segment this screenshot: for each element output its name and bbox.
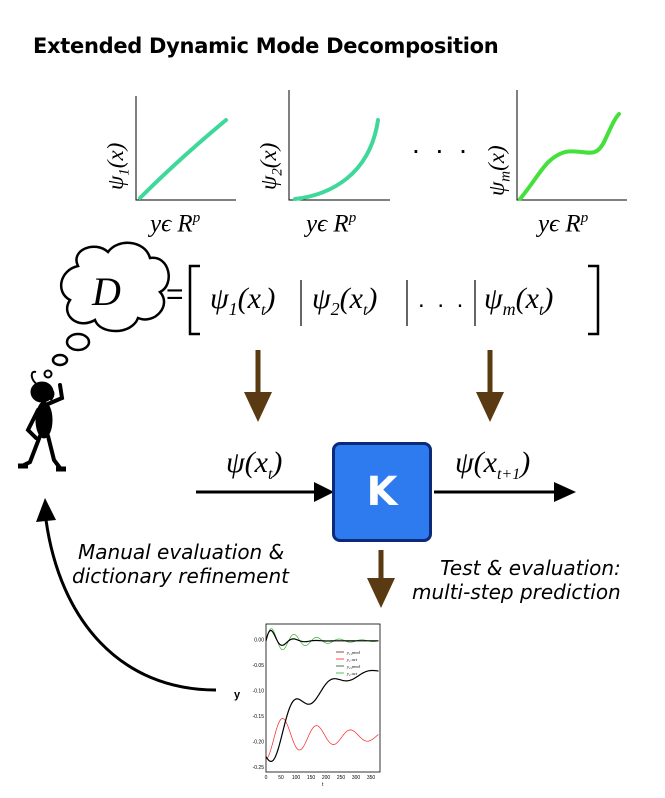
ytick-label: -0.05	[253, 663, 265, 669]
dict-dots: . . .	[418, 286, 467, 313]
koopman-flow-arrows	[196, 482, 576, 502]
matrix-brackets	[188, 264, 600, 336]
basis-curve-m	[518, 112, 621, 201]
dict-entry-m: ψm(xt)	[484, 282, 554, 319]
xtick-label: 200	[322, 775, 331, 781]
basis-ellipsis: . . .	[412, 128, 471, 159]
legend-label: y₂ act	[346, 671, 358, 676]
equals-sign: =	[166, 278, 184, 311]
xtick-label: 50	[278, 775, 284, 781]
ytick-label: -0.10	[253, 688, 265, 694]
prediction-xlabel: t	[322, 782, 324, 788]
thinker-figure-icon	[18, 370, 66, 472]
koopman-operator-box: K	[332, 442, 432, 542]
basis-curve-1	[138, 118, 228, 200]
basis-plot-m	[516, 90, 627, 201]
series-y1-act	[265, 718, 379, 760]
basis-ylabel-m: ψm(x)	[484, 145, 514, 196]
koopman-output-label: ψ(xt+1)	[455, 446, 531, 483]
basis-plot-2	[288, 90, 390, 201]
prediction-plot: 0.00 -0.05 -0.10 -0.15 -0.20 -0.25 0 50 100 150 2…	[234, 623, 381, 788]
dict-entry-2: ψ2(xt)	[312, 282, 378, 319]
xtick-label: 250	[337, 775, 346, 781]
koopman-input-label: ψ(xt)	[226, 446, 283, 483]
basis-ylabel-2: ψ2(x)	[256, 142, 286, 190]
legend-label: y₁ act	[346, 657, 358, 662]
dictionary-to-koopman-arrows	[244, 350, 504, 608]
ytick-label: -0.15	[253, 714, 265, 720]
thought-bubble	[43, 241, 170, 379]
basis-curve-2	[293, 118, 380, 201]
diagram-title: Extended Dynamic Mode Decomposition	[33, 34, 499, 58]
basis-ylabel-1: ψ1(x)	[103, 142, 133, 190]
basis-xlabel-m: yϵ Rp	[538, 210, 589, 238]
prediction-ylabel: y	[234, 689, 241, 701]
prediction-legend: y₁ pred y₁ act y₂ pred y₂ act	[336, 650, 361, 676]
prediction-xticks: 0 50 100 150 200 250 300 350	[265, 775, 376, 781]
dict-entry-1: ψ1(xt)	[210, 282, 276, 319]
ytick-label: -0.20	[253, 739, 265, 745]
xtick-label: 150	[307, 775, 316, 781]
xtick-label: 350	[367, 775, 376, 781]
legend-label: y₁ pred	[346, 650, 361, 655]
xtick-label: 100	[292, 775, 301, 781]
ytick-label: -0.25	[253, 765, 265, 771]
basis-xlabel-2: yϵ Rp	[306, 210, 357, 238]
xtick-label: 300	[352, 775, 361, 781]
feedback-arrow	[36, 498, 217, 692]
series-y2-pred	[265, 629, 379, 646]
xtick-label: 0	[265, 775, 268, 781]
prediction-yticks: 0.00 -0.05 -0.10 -0.15 -0.20 -0.25	[253, 637, 265, 771]
test-evaluation-note: Test & evaluation: multi-step prediction	[412, 556, 621, 604]
legend-label: y₂ pred	[346, 664, 361, 669]
dictionary-symbol: D	[92, 269, 121, 314]
prediction-lines	[265, 628, 379, 762]
basis-xlabel-1: yϵ Rp	[150, 210, 201, 238]
basis-plot-1	[135, 96, 236, 201]
manual-evaluation-note: Manual evaluation & dictionary refinemen…	[72, 540, 289, 588]
series-y1-pred	[265, 669, 379, 762]
ytick-label: 0.00	[254, 637, 264, 643]
